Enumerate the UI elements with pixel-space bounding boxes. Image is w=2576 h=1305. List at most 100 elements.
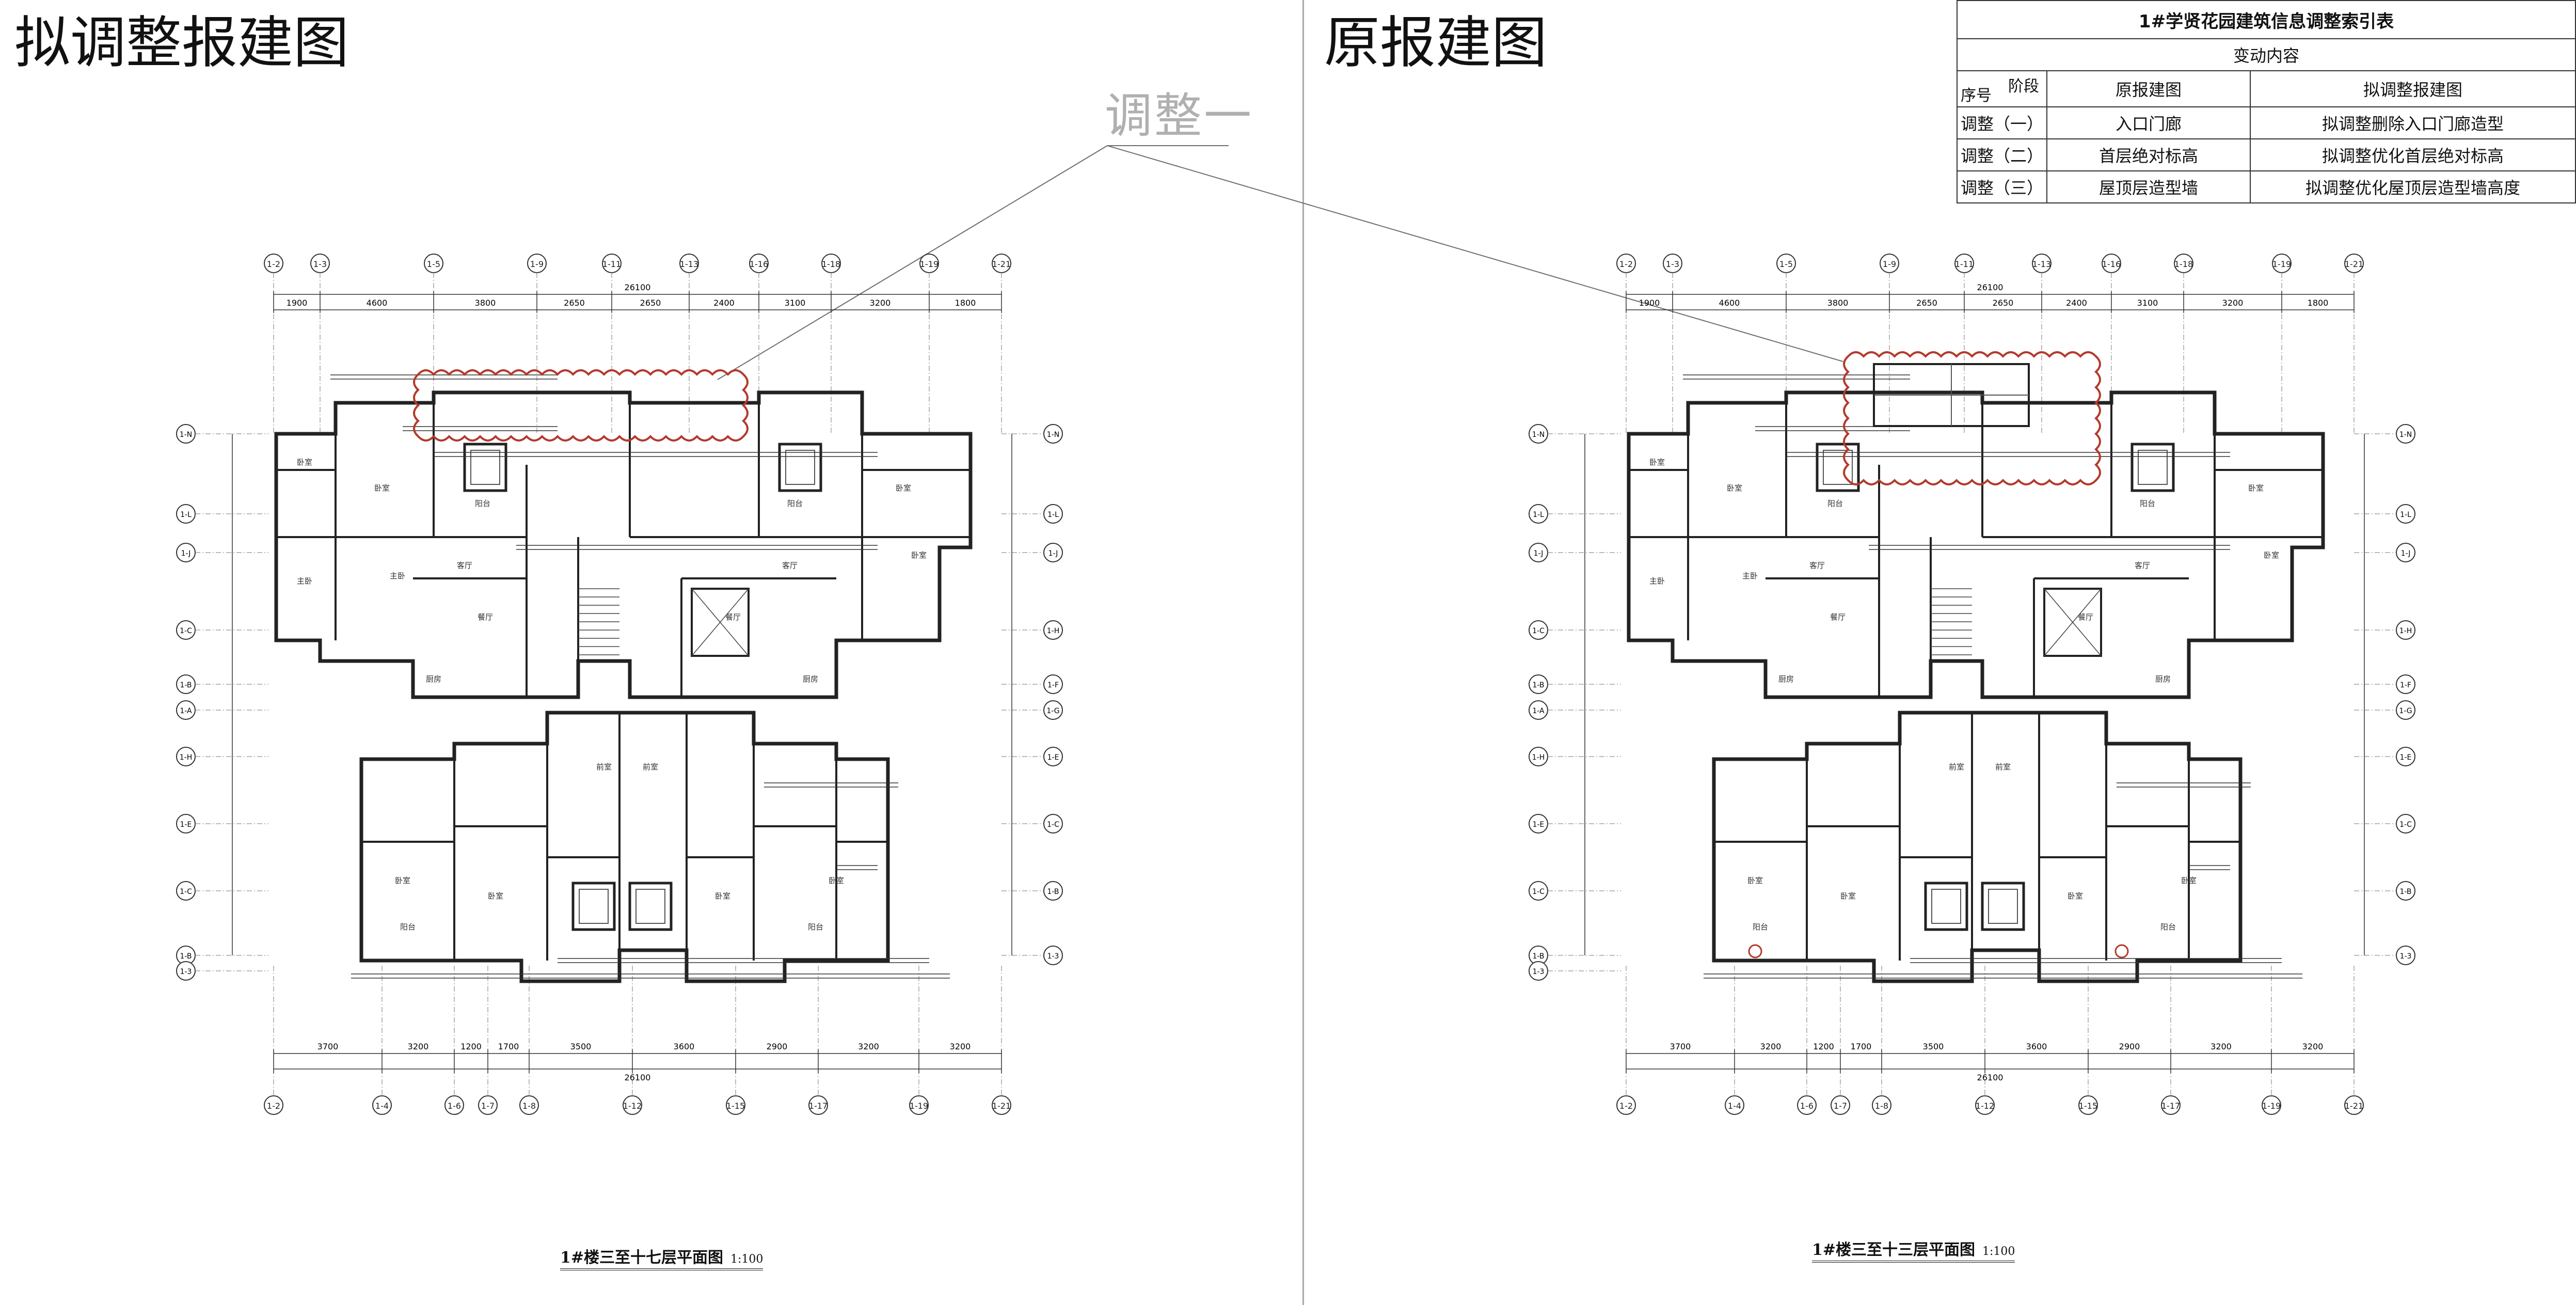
room-label: 卧室 — [829, 876, 844, 885]
caption-scale: 1:100 — [1982, 1245, 2015, 1258]
sheet-divider — [1302, 0, 1304, 1305]
room-label: 客厅 — [2135, 561, 2150, 570]
building-outline-lower — [1712, 711, 2243, 983]
room-label: 阳台 — [1827, 499, 1843, 508]
original-column-header: 原报建图 — [2046, 70, 2251, 107]
axis-label: 1-12 — [1976, 1101, 1994, 1111]
light-well-inner — [785, 450, 815, 485]
room-label: 卧室 — [1840, 891, 1856, 901]
axis-label: 1-17 — [2161, 1101, 2180, 1111]
light-well — [2130, 443, 2175, 492]
axis-label: 1-21 — [992, 259, 1011, 269]
light-well-inner — [579, 889, 609, 924]
room-label: 卧室 — [1747, 876, 1763, 885]
seq-cell: 调整（二） — [1956, 138, 2048, 171]
axis-label: 1-19 — [2262, 1101, 2281, 1111]
axis-bubble — [2344, 1095, 2364, 1115]
room-label: 厨房 — [2155, 674, 2171, 684]
dimension-value: 2650 — [640, 298, 661, 308]
axis-label: 1-21 — [992, 1101, 1011, 1111]
room-label: 餐厅 — [725, 612, 741, 622]
room-label: 厨房 — [803, 674, 818, 684]
dimension-total: 26100 — [1977, 282, 2003, 292]
dimension-value: 3200 — [408, 1042, 429, 1051]
light-well-inner — [470, 450, 500, 485]
axis-label: 1-21 — [2345, 1101, 2363, 1111]
light-well-inner — [2138, 450, 2168, 485]
axis-bubble — [1616, 1095, 1636, 1115]
axis-label: 1-C — [1532, 627, 1545, 635]
light-well — [571, 882, 616, 931]
dimension-total: 26100 — [625, 282, 651, 292]
stage-label: 阶段 — [2008, 77, 2040, 96]
axis-label: 1-3 — [313, 259, 327, 269]
axis-label: 1-19 — [2272, 259, 2291, 269]
room-label: 卧室 — [297, 458, 312, 467]
room-label: 主卧 — [297, 576, 312, 586]
axis-label: 1-L — [1533, 511, 1544, 519]
dimension-value: 3200 — [950, 1042, 971, 1051]
dimension-value: 1200 — [460, 1042, 482, 1051]
room-label: 阳台 — [808, 922, 823, 932]
room-label: 前室 — [1995, 762, 2011, 772]
dimension-value: 3100 — [785, 298, 806, 308]
light-well-inner — [635, 889, 665, 924]
building-outline-upper — [274, 390, 973, 699]
light-well — [1981, 882, 2025, 931]
axis-label: 1-4 — [1728, 1101, 1741, 1111]
axis-bubble — [478, 1095, 498, 1115]
axis-label: 1-11 — [602, 259, 621, 269]
seq-cell: 调整（三） — [1956, 170, 2048, 203]
axis-bubble — [1725, 1095, 1744, 1115]
axis-label: 1-5 — [1779, 259, 1793, 269]
room-label: 卧室 — [2248, 483, 2264, 493]
table-row: 调整（二） 首层绝对标高 拟调整优化首层绝对标高 — [1956, 138, 2576, 171]
elevator-cross — [2044, 588, 2102, 656]
dimension-value: 3800 — [1827, 298, 1849, 308]
proposed-plan-title: 拟调整报建图 — [14, 11, 349, 75]
dimension-value: 4600 — [1719, 298, 1740, 308]
diagonal-header-cell: 阶段 序号 — [1956, 70, 2048, 107]
axis-label: 1-18 — [822, 259, 840, 269]
room-label: 餐厅 — [2078, 612, 2093, 622]
caption-text: 1#楼三至十七层平面图 — [560, 1249, 724, 1267]
axis-label: 1-7 — [1834, 1101, 1847, 1111]
dimension-value: 1800 — [955, 298, 976, 308]
axis-label: 1-11 — [1955, 259, 1974, 269]
dimension-value: 2900 — [2119, 1042, 2140, 1051]
room-label: 前室 — [643, 762, 658, 772]
axis-label: 1-6 — [1800, 1101, 1814, 1111]
proposed-cell: 拟调整优化屋顶层造型墙高度 — [2250, 170, 2576, 203]
room-label: 卧室 — [488, 891, 503, 901]
axis-label: 1-L — [2400, 511, 2411, 519]
axis-bubble — [372, 1095, 392, 1115]
light-well — [778, 443, 822, 492]
axis-label: 1-2 — [267, 259, 280, 269]
axis-label: 1-F — [1047, 681, 1059, 689]
seq-cell: 调整（一） — [1956, 106, 2048, 139]
axis-label: 1-J — [1048, 549, 1058, 558]
dimension-value: 2650 — [1993, 298, 2014, 308]
axis-label: 1-19 — [920, 259, 939, 269]
axis-label: 1-2 — [1619, 1101, 1633, 1111]
axis-label: 1-16 — [750, 259, 768, 269]
axis-label: 1-3 — [180, 968, 192, 976]
axis-label: 1-B — [180, 952, 192, 961]
axis-label: 1-E — [2400, 753, 2412, 762]
room-label: 厨房 — [1778, 674, 1794, 684]
dimension-value: 1900 — [287, 298, 308, 308]
room-label: 卧室 — [2264, 551, 2279, 560]
axis-bubble — [992, 1095, 1011, 1115]
axis-label: 1-13 — [2032, 259, 2051, 269]
axis-label: 1-C — [1047, 821, 1059, 829]
original-cell: 入口门廊 — [2046, 106, 2251, 139]
dimension-value: 1700 — [498, 1042, 519, 1051]
axis-label: 1-6 — [448, 1101, 461, 1111]
axis-label: 1-F — [2400, 681, 2411, 689]
axis-label: 1-H — [2399, 627, 2412, 635]
dimension-value: 3200 — [2222, 298, 2244, 308]
room-label: 卧室 — [395, 876, 410, 885]
room-label: 客厅 — [782, 561, 798, 570]
